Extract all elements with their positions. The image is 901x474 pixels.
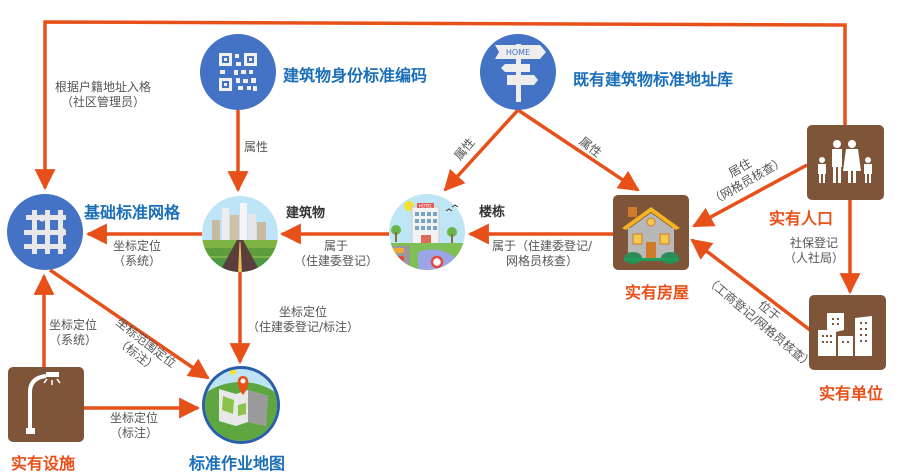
map-pin-icon [202,366,280,444]
city-road-icon [202,196,278,272]
edge-label-line2: （系统） [113,254,162,268]
arrow-address-to-floor [443,108,520,192]
home-sign-text: HOME [506,48,530,57]
edge-label-line2: （住建委登记/标注） [247,320,360,334]
edge-label-house-to-floor: 属于（住建委登记/ 网格员核查） [492,239,592,269]
edge-label-line1: 坐标定位 [110,411,159,425]
node-title-address-library: 既有建筑物标准地址库 [573,70,734,89]
arrow-grid-to-map [49,268,210,380]
street-light-icon [8,367,84,442]
edge-label-line2: 网格员核查） [506,254,579,268]
edge-label-facility-to-grid: 坐标定位 （系统） [49,318,97,348]
arrow-unit-to-house [690,238,812,332]
qr-code-icon [200,34,276,110]
office-buildings-icon [809,295,886,370]
edge-label-line1: 属于 [324,239,349,253]
edge-label-line1: 社保登记 [790,236,839,250]
node-title-work-map: 标准作业地图 [189,454,286,473]
house-icon [613,195,689,270]
edge-label-population-to-grid: 根据户籍地址入格 （社区管理员） [55,80,151,110]
hotel-sign-text: HOTEL [419,204,433,209]
edge-label-line1: 根据户籍地址入格 [55,80,152,94]
arrow-population-to-grid [34,20,847,191]
arrow-population-to-house [692,163,808,228]
hotel-icon: HOTEL [389,194,465,270]
edge-label-line1: 属性 [244,140,269,154]
edge-label-line1: 坐标定位 [113,239,162,253]
node-title-actual-population: 实有人口 [769,209,834,228]
node-title-building-id-code: 建筑物身份标准编码 [283,66,428,85]
grid-icon [7,194,83,270]
arrow-address-to-house [517,108,640,192]
edge-label-population-to-unit: 社保登记 （人社局） [784,236,844,266]
node-title-floor-building: 楼栋 [479,205,506,220]
edge-label-code-to-building: 属性 [244,140,268,155]
node-title-actual-unit: 实有单位 [819,384,884,403]
edge-label-line2: （标注） [110,426,159,440]
family-icon [807,125,884,200]
edge-label-line2: （人社局） [784,251,845,265]
edge-label-line2: （系统） [49,333,98,347]
edge-label-line1: 属于（住建委登记/ [492,239,593,253]
node-title-base-grid: 基础标准网格 [84,203,181,222]
edge-label-line2: （社区管理员） [61,95,146,109]
edge-label-line1: 坐标定位 [279,305,328,319]
edge-label-line1: 坐标定位 [49,318,98,332]
edge-label-facility-to-map: 坐标定位 （标注） [110,411,158,441]
edge-label-line2: （住建委登记） [294,254,379,268]
node-title-actual-facility: 实有设施 [11,454,76,473]
home-signpost-icon: HOME [480,34,556,110]
edge-label-floor-to-building: 属于 （住建委登记） [294,239,378,269]
node-title-actual-house: 实有房屋 [625,283,690,302]
edge-label-building-to-map: 坐标定位 （住建委登记/标注） [247,305,359,335]
node-title-building: 建筑物 [286,206,326,221]
edge-label-building-to-grid: 坐标定位 （系统） [113,239,161,269]
